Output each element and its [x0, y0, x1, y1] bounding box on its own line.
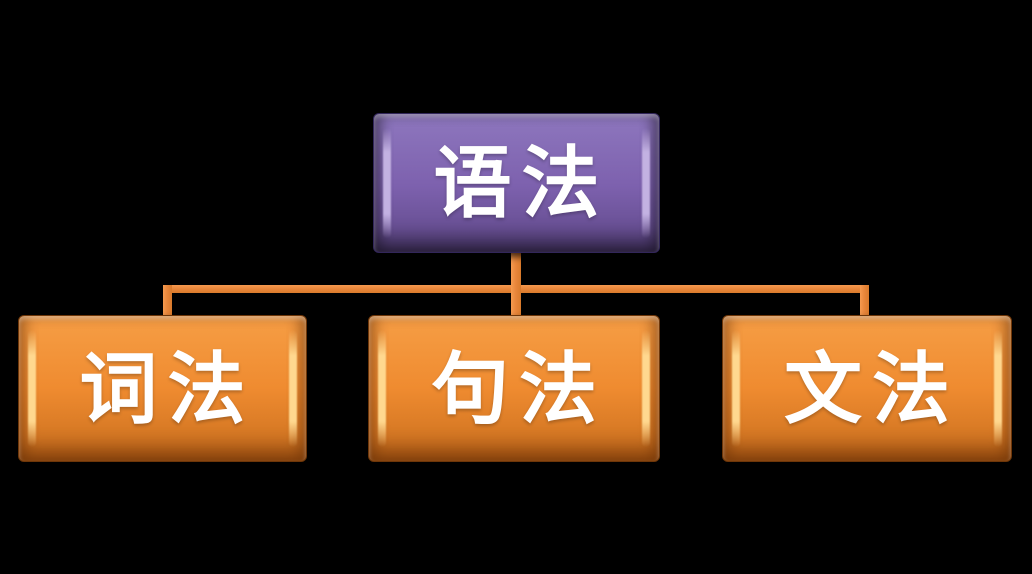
child-node-grammar-rules: 文法: [722, 315, 1012, 462]
root-node-label: 语法: [433, 139, 610, 227]
child-node-syntax: 句法: [368, 315, 660, 462]
child-node-grammar-rules-label: 文法: [783, 344, 960, 433]
child-node-morphology: 词法: [18, 315, 307, 462]
child-node-morphology-label: 词法: [79, 344, 256, 433]
root-node-grammar: 语法: [373, 113, 660, 253]
child-node-syntax-label: 句法: [430, 344, 607, 433]
connector-right-drop: [860, 285, 869, 316]
connector-root-drop: [511, 246, 521, 316]
connector-left-drop: [163, 285, 172, 316]
